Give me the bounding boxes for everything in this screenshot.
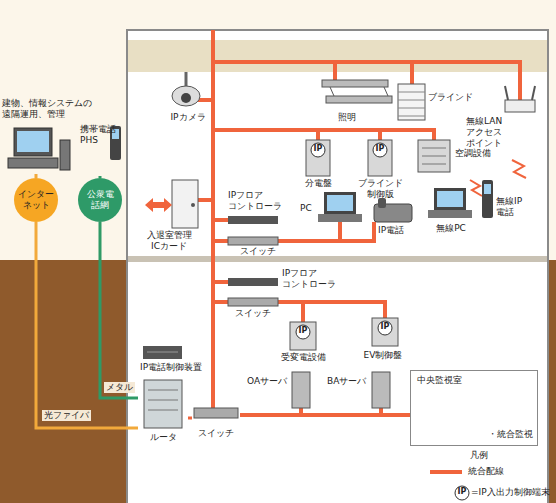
node-label: ・統合監視 bbox=[475, 429, 533, 440]
node-label: 照明 bbox=[338, 112, 378, 123]
ba-server: BAサーバ bbox=[327, 376, 371, 389]
node-label: スイッチ bbox=[236, 246, 280, 257]
internet-circle: インターネット bbox=[14, 178, 58, 222]
node-label: EV制御盤 bbox=[358, 350, 408, 361]
switch: スイッチ bbox=[192, 406, 240, 440]
phone-network-circle: 公衆電話網 bbox=[78, 178, 122, 222]
node-label: IP電話制御装置 bbox=[140, 362, 210, 373]
router: ルータ bbox=[138, 378, 188, 444]
cable-label: メタル bbox=[104, 382, 135, 393]
lighting: 照明 bbox=[338, 112, 378, 125]
node-label: 受変電設備 bbox=[276, 352, 330, 363]
node-label: IPフロア コントローラ bbox=[228, 190, 290, 212]
node-label: 無線PC bbox=[430, 223, 472, 234]
node-label: インターネット bbox=[17, 189, 55, 211]
floor-controller: IPフロア コントローラ bbox=[282, 268, 344, 294]
ip-camera: IPカメラ bbox=[166, 112, 210, 125]
cable-connector bbox=[100, 222, 138, 398]
cable-label: 光ファイバ bbox=[42, 410, 91, 421]
wireless-pc: 無線PC bbox=[430, 223, 472, 236]
node-label: 公衆電話網 bbox=[85, 189, 115, 211]
node-label: IPフロア コントローラ bbox=[282, 268, 344, 290]
node-label: 携帯電話 PHS bbox=[80, 124, 120, 146]
floor-controller: IPフロア コントローラ bbox=[228, 190, 290, 216]
monitoring-room: 中央監視室・統合監視 bbox=[410, 370, 538, 446]
node-label: 分電盤 bbox=[298, 178, 338, 189]
node-label: ブラインド 制御版 bbox=[354, 178, 406, 200]
node-label: OAサーバ bbox=[247, 376, 291, 387]
node-label: 入退室管理 ICカード bbox=[140, 230, 198, 252]
node-label: 建物、情報システムの遠隔運用、管理 bbox=[2, 98, 94, 120]
ip-mark: IP bbox=[296, 326, 310, 336]
ip-mark: IP bbox=[455, 487, 469, 497]
node-label: 空調設備 bbox=[455, 148, 499, 159]
blind-controller: ブラインド 制御版 bbox=[354, 178, 406, 204]
mobile-phone: 携帯電話 PHS bbox=[80, 124, 124, 176]
node-label: スイッチ bbox=[230, 308, 276, 319]
node-label: 中央監視室 bbox=[417, 375, 487, 386]
node-label: スイッチ bbox=[192, 428, 240, 439]
legend-text: 統合配線 bbox=[468, 466, 504, 477]
air-conditioner: 空調設備 bbox=[455, 148, 499, 161]
wireless-ip-phone: 無線IP 電話 bbox=[496, 196, 538, 222]
ev-controller: EV制御盤 bbox=[358, 350, 408, 363]
node-label: IPカメラ bbox=[166, 112, 210, 123]
node-label: PC bbox=[300, 203, 318, 214]
switch: スイッチ bbox=[230, 308, 276, 321]
ip-mark: IP bbox=[311, 144, 325, 154]
cable-connector bbox=[36, 222, 138, 428]
ip-phone: IP電話 bbox=[378, 225, 416, 238]
node-label: IP電話 bbox=[378, 225, 416, 236]
node-label: ルータ bbox=[138, 432, 188, 443]
pc: PC bbox=[300, 203, 318, 216]
node-label: BAサーバ bbox=[327, 376, 371, 387]
blind: ブラインド bbox=[428, 92, 482, 105]
distribution-board: 分電盤 bbox=[298, 178, 338, 191]
ip-mark: IP bbox=[378, 322, 392, 332]
cable-connector bbox=[188, 416, 192, 419]
access-control: 入退室管理 ICカード bbox=[140, 230, 198, 254]
node-label: 無線LAN アクセス ポイント bbox=[466, 116, 514, 148]
legend-note: =IP入出力制御端末 bbox=[471, 487, 550, 498]
oa-server: OAサーバ bbox=[247, 376, 291, 389]
switch: スイッチ bbox=[236, 246, 280, 258]
ip-mark: IP bbox=[373, 144, 387, 154]
ip-phone-controller: IP電話制御装置 bbox=[140, 362, 210, 375]
node-label: ブラインド bbox=[428, 92, 482, 103]
power-receiving: 受変電設備 bbox=[276, 352, 330, 365]
node-label: 無線IP 電話 bbox=[496, 196, 538, 218]
ip-mark: 凡例 bbox=[470, 450, 488, 461]
